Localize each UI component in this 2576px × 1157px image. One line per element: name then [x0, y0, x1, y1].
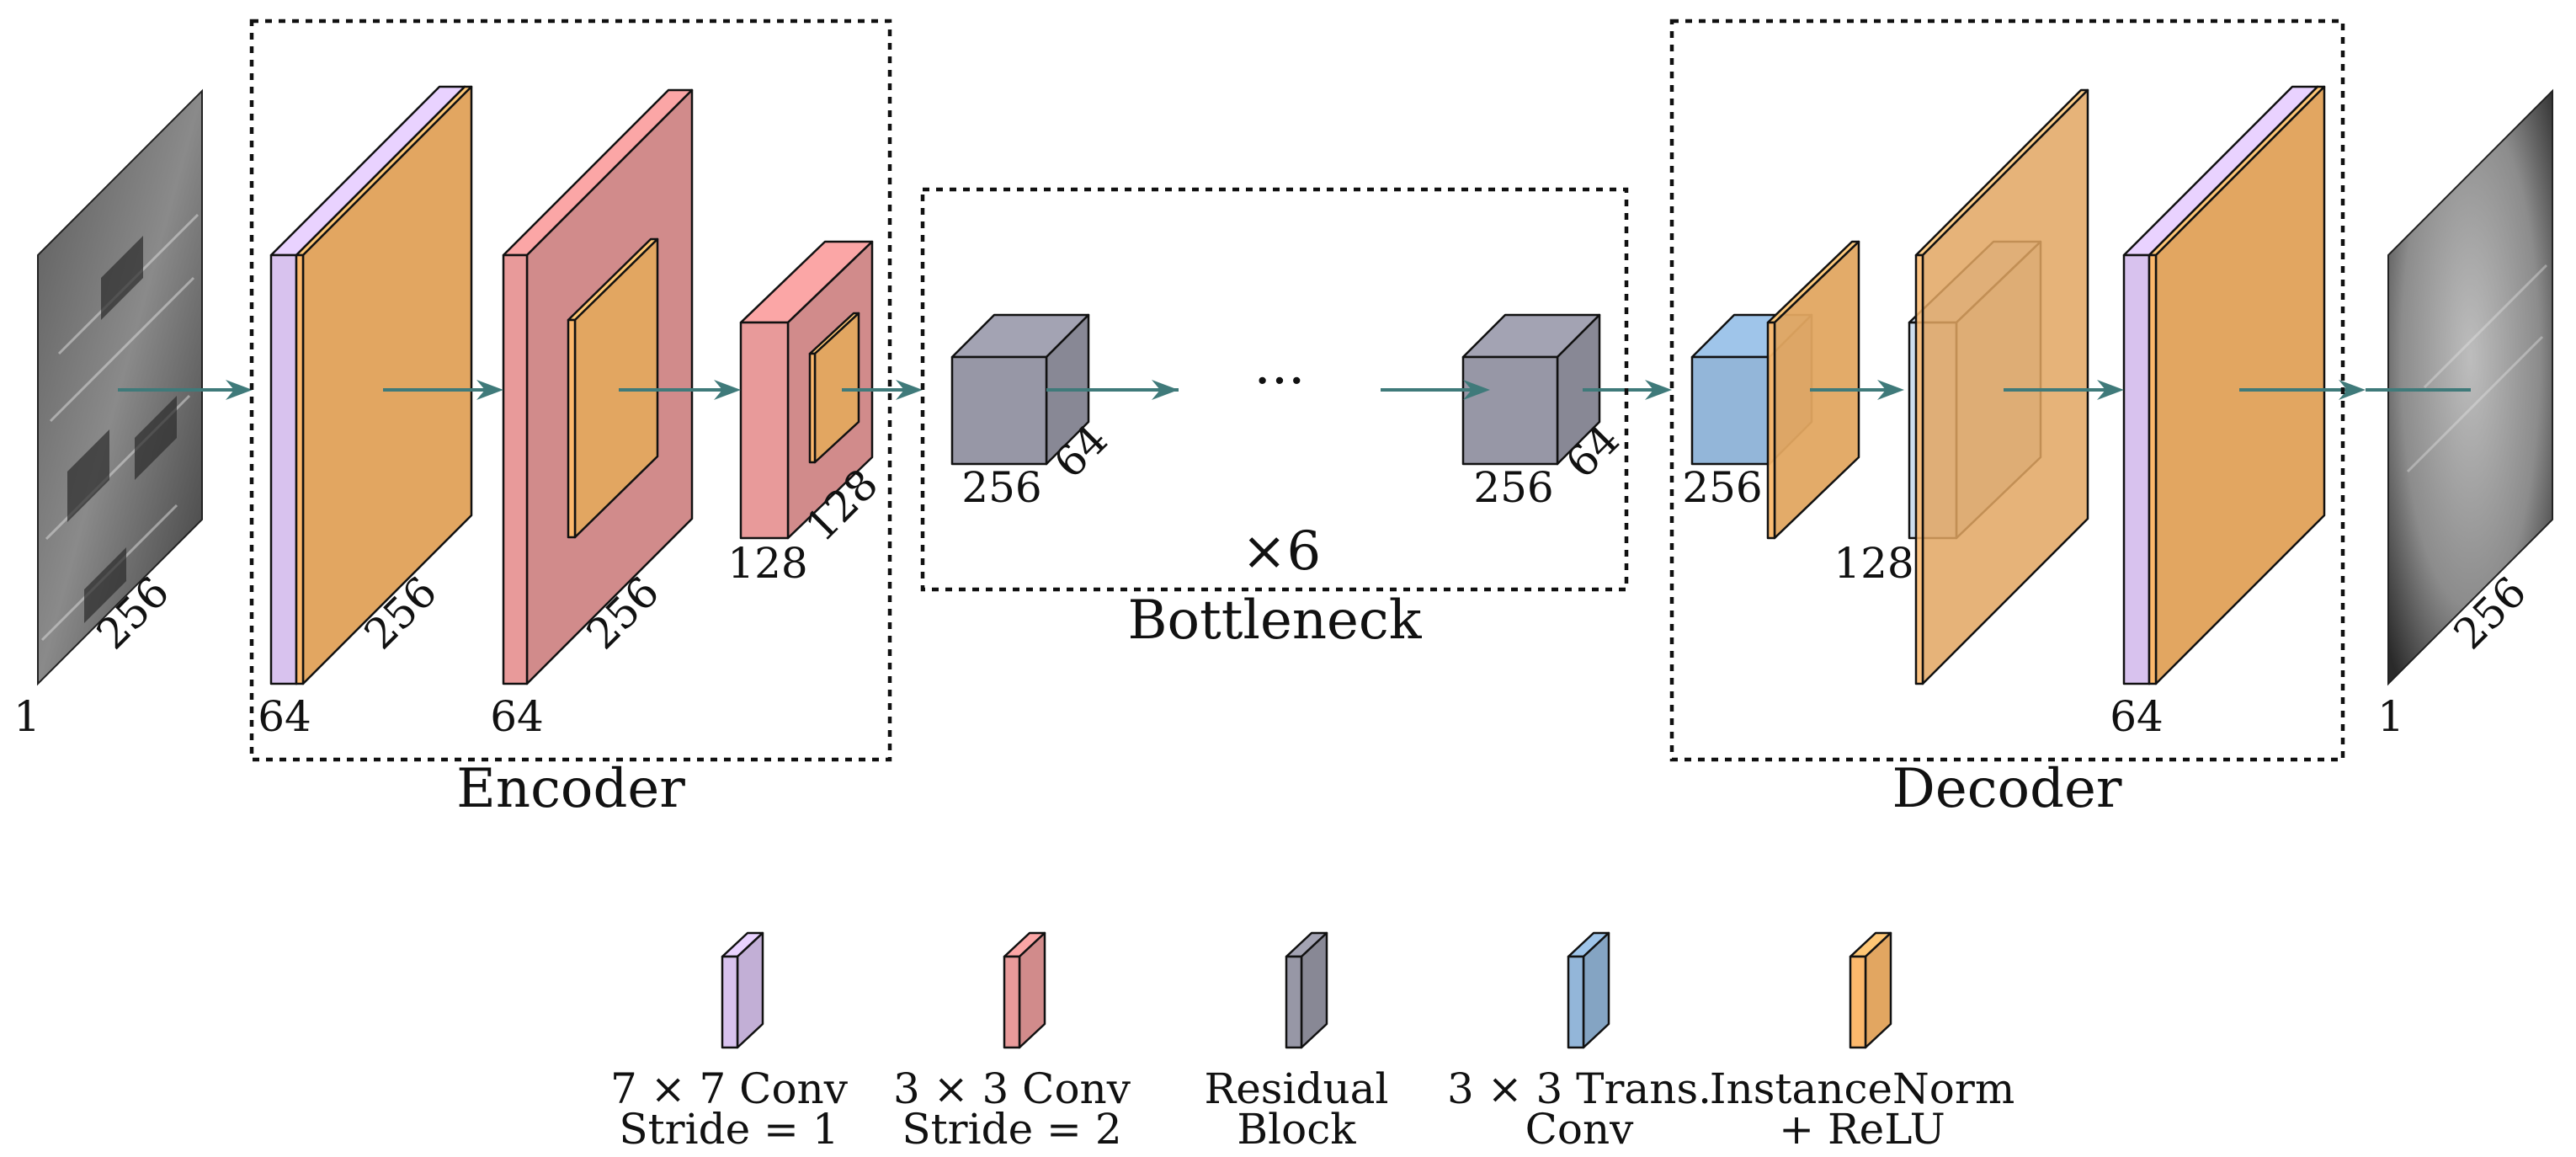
dec3-channels-label: 64: [2110, 692, 2164, 741]
enc3-channels-label: 128: [727, 539, 807, 588]
arrow-bottleneck-to-decoder-head: [1645, 380, 1672, 400]
dec1-transconv-block-front-face: [1690, 355, 1771, 466]
enc1-channels-label: 64: [258, 692, 311, 741]
legend-item-conv7x7: 7 × 7 Conv Stride = 1: [610, 1064, 849, 1154]
legend-conv3x3-line1: 3 × 3 Conv: [893, 1064, 1131, 1113]
dec3-instancenorm-block: [2148, 85, 2326, 685]
arrow-enc1-to-enc2: [383, 380, 503, 400]
legend-item-residual: Residual Block: [1205, 1064, 1389, 1154]
legend-transconv-line2: Conv: [1525, 1105, 1635, 1154]
layer-blocks: [269, 85, 2326, 685]
dec2-channels-label: 128: [1834, 539, 1913, 588]
arrow-dec1-to-dec2: [1810, 380, 1904, 400]
trans-conv-icon: [1567, 931, 1610, 1049]
output-channels-label: 1: [2377, 692, 2404, 741]
repeat-count-label: ×6: [1242, 520, 1321, 583]
arrow-bottleneck-to-decoder: [1583, 380, 1672, 400]
output-image: [2387, 88, 2553, 686]
res2-width-label: 256: [1473, 463, 1553, 512]
residual-block-6: [1461, 313, 1601, 466]
arrow-enc2-to-enc3-head: [714, 380, 741, 400]
dec1-instancenorm-block-front-face: [1766, 321, 1776, 540]
legend-conv7x7-line2: Stride = 1: [619, 1105, 838, 1154]
arrow-input-to-enc1-head: [226, 380, 253, 400]
arrow-dec2-to-dec3: [2004, 380, 2124, 400]
flow-arrows: [118, 380, 2471, 400]
arrow-dec2-to-dec3-head: [2097, 380, 2124, 400]
legend-icons: [721, 931, 1892, 1049]
legend-residual-line2: Block: [1237, 1105, 1356, 1154]
enc2-conv3x3-block-front-face: [502, 253, 529, 685]
conv3x3-icon-front-face: [1003, 955, 1021, 1049]
conv7x7-icon: [721, 931, 764, 1049]
dec2-instancenorm-block: [1914, 88, 2089, 685]
legend-item-instancenorm: InstanceNorm + ReLU: [1710, 1064, 2014, 1154]
arrow-input-to-enc1: [118, 380, 253, 400]
ellipsis: ···: [1253, 350, 1305, 413]
legend-instancenorm-line1: InstanceNorm: [1710, 1064, 2014, 1113]
arrow-to-res6-head: [1463, 380, 1490, 400]
enc2-channels-label: 64: [490, 692, 544, 741]
decoder-label: Decoder: [1892, 758, 2122, 820]
enc3-instancenorm-block-front-face: [808, 352, 817, 464]
arrow-enc1-to-enc2-head: [476, 380, 503, 400]
legend-item-conv3x3: 3 × 3 Conv Stride = 2: [893, 1064, 1131, 1154]
input-image: [37, 88, 203, 686]
enc3-instancenorm-block: [808, 312, 860, 464]
legend-conv3x3-line2: Stride = 2: [902, 1105, 1121, 1154]
conv7x7-icon-front-face: [721, 955, 739, 1049]
bottleneck-label: Bottleneck: [1127, 589, 1422, 652]
residual-block-6-front-face: [1461, 355, 1559, 466]
legend-instancenorm-line2: + ReLU: [1779, 1105, 1945, 1154]
enc3-conv3x3-block-front-face: [739, 321, 790, 540]
trans-conv-icon-front-face: [1567, 955, 1585, 1049]
enc1-instancenorm-block: [295, 85, 473, 685]
decoder-box: [1669, 19, 2345, 762]
enc2-instancenorm-block: [567, 237, 659, 539]
arrow-to-res6: [1381, 380, 1490, 400]
dec3-conv7x7-block-front-face: [2122, 253, 2151, 685]
bottleneck-box: [920, 187, 1629, 592]
conv3x3-icon: [1003, 931, 1046, 1049]
dec3-instancenorm-block-front-face: [2148, 253, 2158, 685]
dec1-width-label: 256: [1682, 463, 1762, 512]
instancenorm-relu-icon: [1849, 931, 1892, 1049]
dec3-instancenorm-block-side-face: [2154, 85, 2326, 685]
enc2-instancenorm-block-front-face: [567, 318, 577, 539]
legend-transconv-line1: 3 × 3 Trans.: [1447, 1064, 1711, 1113]
enc1-conv7x7-block-front-face: [269, 253, 298, 685]
dec2-instancenorm-block-front-face: [1914, 253, 1924, 685]
arrow-dec3-to-output-head: [2339, 380, 2366, 400]
arrow-enc2-to-enc3: [619, 380, 741, 400]
legend-conv7x7-line1: 7 × 7 Conv: [610, 1064, 849, 1113]
residual-block-1-front-face: [950, 355, 1048, 466]
instancenorm-relu-icon-front-face: [1849, 955, 1867, 1049]
residual-block-icon-front-face: [1285, 955, 1303, 1049]
res1-width-label: 256: [961, 463, 1041, 512]
enc1-instancenorm-block-front-face: [295, 253, 305, 685]
dec2-instancenorm-block-side-face: [1921, 88, 2089, 685]
residual-block-icon: [1285, 931, 1328, 1049]
arrow-dec1-to-dec2-head: [1877, 380, 1904, 400]
legend: 7 × 7 Conv Stride = 1 3 × 3 Conv Stride …: [610, 931, 2014, 1154]
legend-residual-line1: Residual: [1205, 1064, 1389, 1113]
encoder-label: Encoder: [456, 758, 685, 820]
input-channels-label: 1: [13, 692, 40, 741]
arrow-enc3-to-bottleneck: [842, 380, 923, 400]
arrow-dec3-to-output: [2239, 380, 2366, 400]
arrow-enc3-to-bottleneck-head: [896, 380, 923, 400]
legend-item-transconv: 3 × 3 Trans. Conv: [1447, 1064, 1711, 1154]
